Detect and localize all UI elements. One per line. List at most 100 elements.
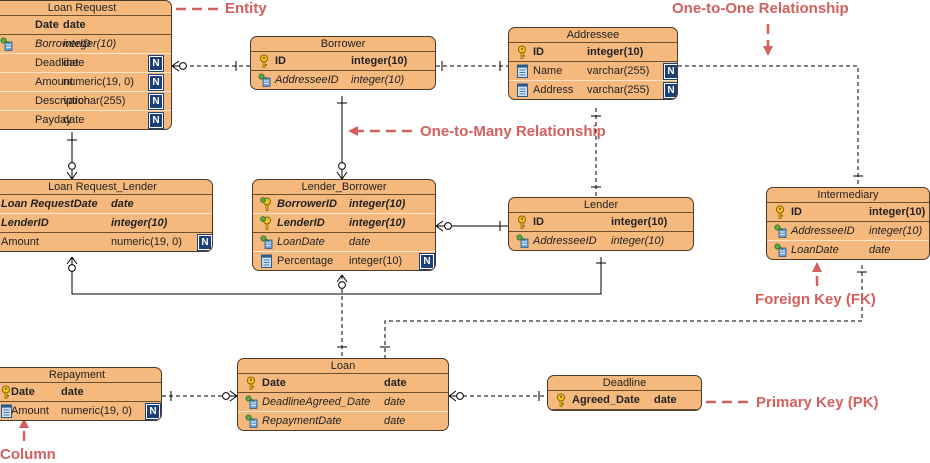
column-icon <box>260 254 273 268</box>
column-name: LenderID <box>1 217 49 229</box>
entity-title: Addressee <box>509 28 677 43</box>
annotation-column: Column <box>0 446 56 463</box>
column-name: BorrowerID <box>35 38 91 50</box>
column-type: integer(10) <box>351 55 408 67</box>
entity-title: Lender <box>509 198 693 213</box>
column-icon <box>516 64 529 78</box>
entity-title: Borrower <box>251 37 435 52</box>
column-type: date <box>654 394 677 406</box>
column-name: Name <box>533 65 563 77</box>
cardinality-zero <box>68 162 76 170</box>
cardinality-many <box>336 171 348 180</box>
cardinality-many <box>66 256 78 265</box>
nullable-badge: N <box>149 113 163 128</box>
column-name: Date <box>11 386 35 398</box>
foreign-key-icon <box>774 243 787 257</box>
column-name: Amount <box>35 76 73 88</box>
entity-title: Lender_Borrower <box>253 180 435 195</box>
column-row[interactable]: Date date <box>0 383 161 402</box>
column-type: integer(10) <box>63 38 117 50</box>
column-type: integer(10) <box>349 255 403 267</box>
column-type: date <box>61 386 84 398</box>
column-name: DeadlineAgreed_Date <box>262 396 371 408</box>
column-name: ID <box>275 55 286 67</box>
cardinality-many <box>66 171 78 180</box>
column-type: date <box>384 415 406 427</box>
nullable-badge: N <box>149 56 163 71</box>
nullable-badge: N <box>198 235 212 250</box>
nullable-badge: N <box>149 94 163 109</box>
cardinality-zero <box>456 392 464 400</box>
entity-title: Loan Request_Lender <box>0 180 212 195</box>
entity-title: Loan <box>238 359 448 374</box>
column-type: integer(10) <box>611 216 668 228</box>
cardinality-many <box>171 60 180 72</box>
column-name: AddresseeID <box>275 74 339 86</box>
column-type: date <box>384 377 407 389</box>
entity-title: Deadline <box>548 376 701 391</box>
column-row[interactable]: ID integer(10) <box>251 52 435 71</box>
column-name: Loan RequestDate <box>1 198 98 210</box>
relationship-addressee-intermediary <box>678 65 859 187</box>
column-name: Date <box>262 377 286 389</box>
cardinality-zero <box>179 62 187 70</box>
column-name: AddresseeID <box>791 225 855 237</box>
nullable-badge: N <box>146 404 160 419</box>
column-type: numeric(19, 0) <box>111 236 182 248</box>
annotation-foreign-key: Foreign Key (FK) <box>755 291 876 308</box>
column-type: date <box>111 198 134 210</box>
cardinality-many <box>229 390 238 402</box>
annotation-entity: Entity <box>225 0 267 17</box>
column-row[interactable]: Loan RequestDate date <box>0 195 212 214</box>
cardinality-zero <box>338 281 346 289</box>
column-icon <box>0 404 13 418</box>
foreign-key-icon <box>774 224 787 238</box>
column-row[interactable]: Date date <box>238 374 448 393</box>
column-name: Description <box>35 95 91 107</box>
column-type: integer(10) <box>349 198 406 210</box>
arrow-column-head <box>19 418 29 428</box>
cardinality-many <box>448 390 457 402</box>
annotation-one-to-one: One-to-One Relationship <box>672 0 849 17</box>
cardinality-zero <box>68 264 76 272</box>
foreign-key-icon <box>258 73 271 87</box>
column-type: varchar(255) <box>63 95 126 107</box>
cardinality-zero <box>444 222 452 230</box>
primary-key-icon <box>774 205 787 219</box>
